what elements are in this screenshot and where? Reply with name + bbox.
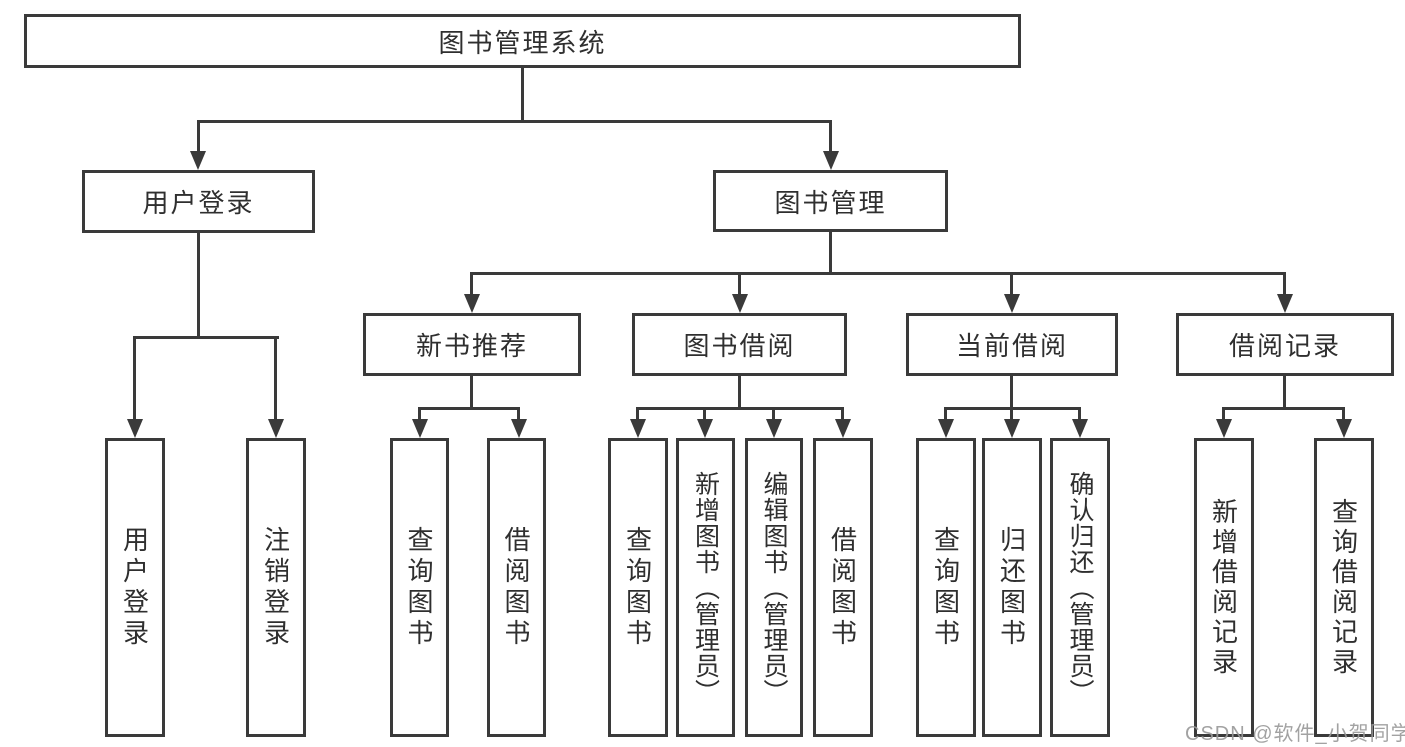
connector-leaf-drop <box>1078 407 1081 421</box>
connector-leaf-drop <box>636 407 639 421</box>
arrowhead-icon <box>1004 419 1020 438</box>
node-book-borrow-label: 图书借阅 <box>683 331 796 361</box>
arrowhead-icon <box>938 419 954 438</box>
arrowhead-icon <box>835 419 851 438</box>
leaf-confirm-return-admin: 确认归还（管理员） <box>1050 438 1110 737</box>
arrowhead-icon <box>268 419 284 438</box>
arrowhead-icon <box>1072 419 1088 438</box>
leaf-label: 查询图书 <box>404 525 434 650</box>
leaf-add-books-admin: 新增图书（管理员） <box>676 438 735 737</box>
connector-root-stem <box>521 66 524 122</box>
connector-leaf-drop <box>1222 407 1225 421</box>
connector-section-drop <box>1010 272 1013 297</box>
node-book-mgmt-label: 图书管理 <box>774 187 887 218</box>
leaf-label: 新增图书（管理员） <box>691 470 720 705</box>
arrowhead-icon <box>630 419 646 438</box>
leaf-query-books-2: 查询图书 <box>608 438 668 737</box>
connector-section-drop <box>470 272 473 297</box>
arrowhead-icon <box>1004 294 1020 313</box>
leaf-label: 归还图书 <box>996 525 1027 650</box>
connector-leaf-drop <box>274 336 277 420</box>
arrowhead-icon <box>697 419 713 438</box>
leaf-borrow-books-2: 借阅图书 <box>813 438 873 737</box>
leaf-query-books-1: 查询图书 <box>390 438 449 737</box>
node-borrow-record-label: 借阅记录 <box>1228 331 1341 361</box>
connector-leaf-drop <box>133 336 136 420</box>
leaf-label: 借阅图书 <box>501 525 531 650</box>
leaf-borrow-books-1: 借阅图书 <box>487 438 546 737</box>
leaf-label: 确认归还（管理员） <box>1066 470 1094 705</box>
leaf-label: 新增借阅记录 <box>1208 497 1239 678</box>
node-user-login: 用户登录 <box>82 170 315 233</box>
connector-user-login-stem <box>197 233 200 337</box>
leaf-label: 查询图书 <box>930 525 961 650</box>
connector-root-split <box>197 120 832 123</box>
arrowhead-icon <box>732 294 748 313</box>
leaf-label: 用户登录 <box>119 525 150 650</box>
connector-section-stem <box>1283 376 1286 409</box>
node-book-mgmt: 图书管理 <box>713 170 948 232</box>
connector-user-login-drop <box>197 120 200 154</box>
node-book-borrow: 图书借阅 <box>632 313 847 376</box>
connector-section-drop <box>1283 272 1286 297</box>
connector-section-stem <box>738 376 741 409</box>
connector-section-drop <box>738 272 741 297</box>
node-borrow-record: 借阅记录 <box>1176 313 1394 376</box>
connector-book-mgmt-drop <box>829 120 832 154</box>
node-root-label: 图书管理系统 <box>438 27 607 58</box>
connector-leaf-drop <box>841 407 844 421</box>
connector-section-stem <box>470 376 473 409</box>
node-new-book-rec: 新书推荐 <box>363 313 581 376</box>
arrowhead-icon <box>823 151 839 170</box>
leaf-label: 编辑图书（管理员） <box>760 470 788 705</box>
connector-leaf-drop <box>1342 407 1345 421</box>
watermark: CSDN @软件_小贺同学 <box>1185 723 1405 745</box>
node-current-borrow: 当前借阅 <box>906 313 1118 376</box>
connector-leaf-drop <box>1010 407 1013 421</box>
connector-book-mgmt-split <box>470 272 1285 275</box>
connector-section-stem <box>1010 376 1013 409</box>
arrowhead-icon <box>127 419 143 438</box>
leaf-label: 查询图书 <box>622 525 653 650</box>
connector-user-login-split <box>134 336 279 339</box>
connector-section-split <box>636 407 844 410</box>
connector-leaf-drop <box>418 407 421 421</box>
leaf-return-books: 归还图书 <box>982 438 1042 737</box>
leaf-label: 注销登录 <box>260 525 291 650</box>
leaf-label: 查询借阅记录 <box>1328 497 1359 678</box>
connector-section-split <box>1222 407 1345 410</box>
connector-leaf-drop <box>772 407 775 421</box>
leaf-logout: 注销登录 <box>246 438 306 737</box>
arrowhead-icon <box>766 419 782 438</box>
arrowhead-icon <box>412 419 428 438</box>
arrowhead-icon <box>190 151 206 170</box>
connector-book-mgmt-stem <box>829 232 832 274</box>
leaf-add-borrow-record: 新增借阅记录 <box>1194 438 1254 737</box>
leaf-user-login: 用户登录 <box>105 438 165 737</box>
connector-section-split <box>418 407 520 410</box>
connector-leaf-drop <box>703 407 706 421</box>
connector-leaf-drop <box>517 407 520 421</box>
node-new-book-rec-label: 新书推荐 <box>415 331 528 361</box>
leaf-edit-books-admin: 编辑图书（管理员） <box>745 438 803 737</box>
arrowhead-icon <box>1336 419 1352 438</box>
leaf-query-borrow-record: 查询借阅记录 <box>1314 438 1374 737</box>
arrowhead-icon <box>1216 419 1232 438</box>
leaf-label: 借阅图书 <box>827 525 858 650</box>
node-current-borrow-label: 当前借阅 <box>955 331 1068 361</box>
arrowhead-icon <box>511 419 527 438</box>
connector-leaf-drop <box>944 407 947 421</box>
node-user-login-label: 用户登录 <box>142 188 255 218</box>
arrowhead-icon <box>464 294 480 313</box>
arrowhead-icon <box>1277 294 1293 313</box>
leaf-query-books-3: 查询图书 <box>916 438 976 737</box>
node-root: 图书管理系统 <box>24 14 1021 68</box>
